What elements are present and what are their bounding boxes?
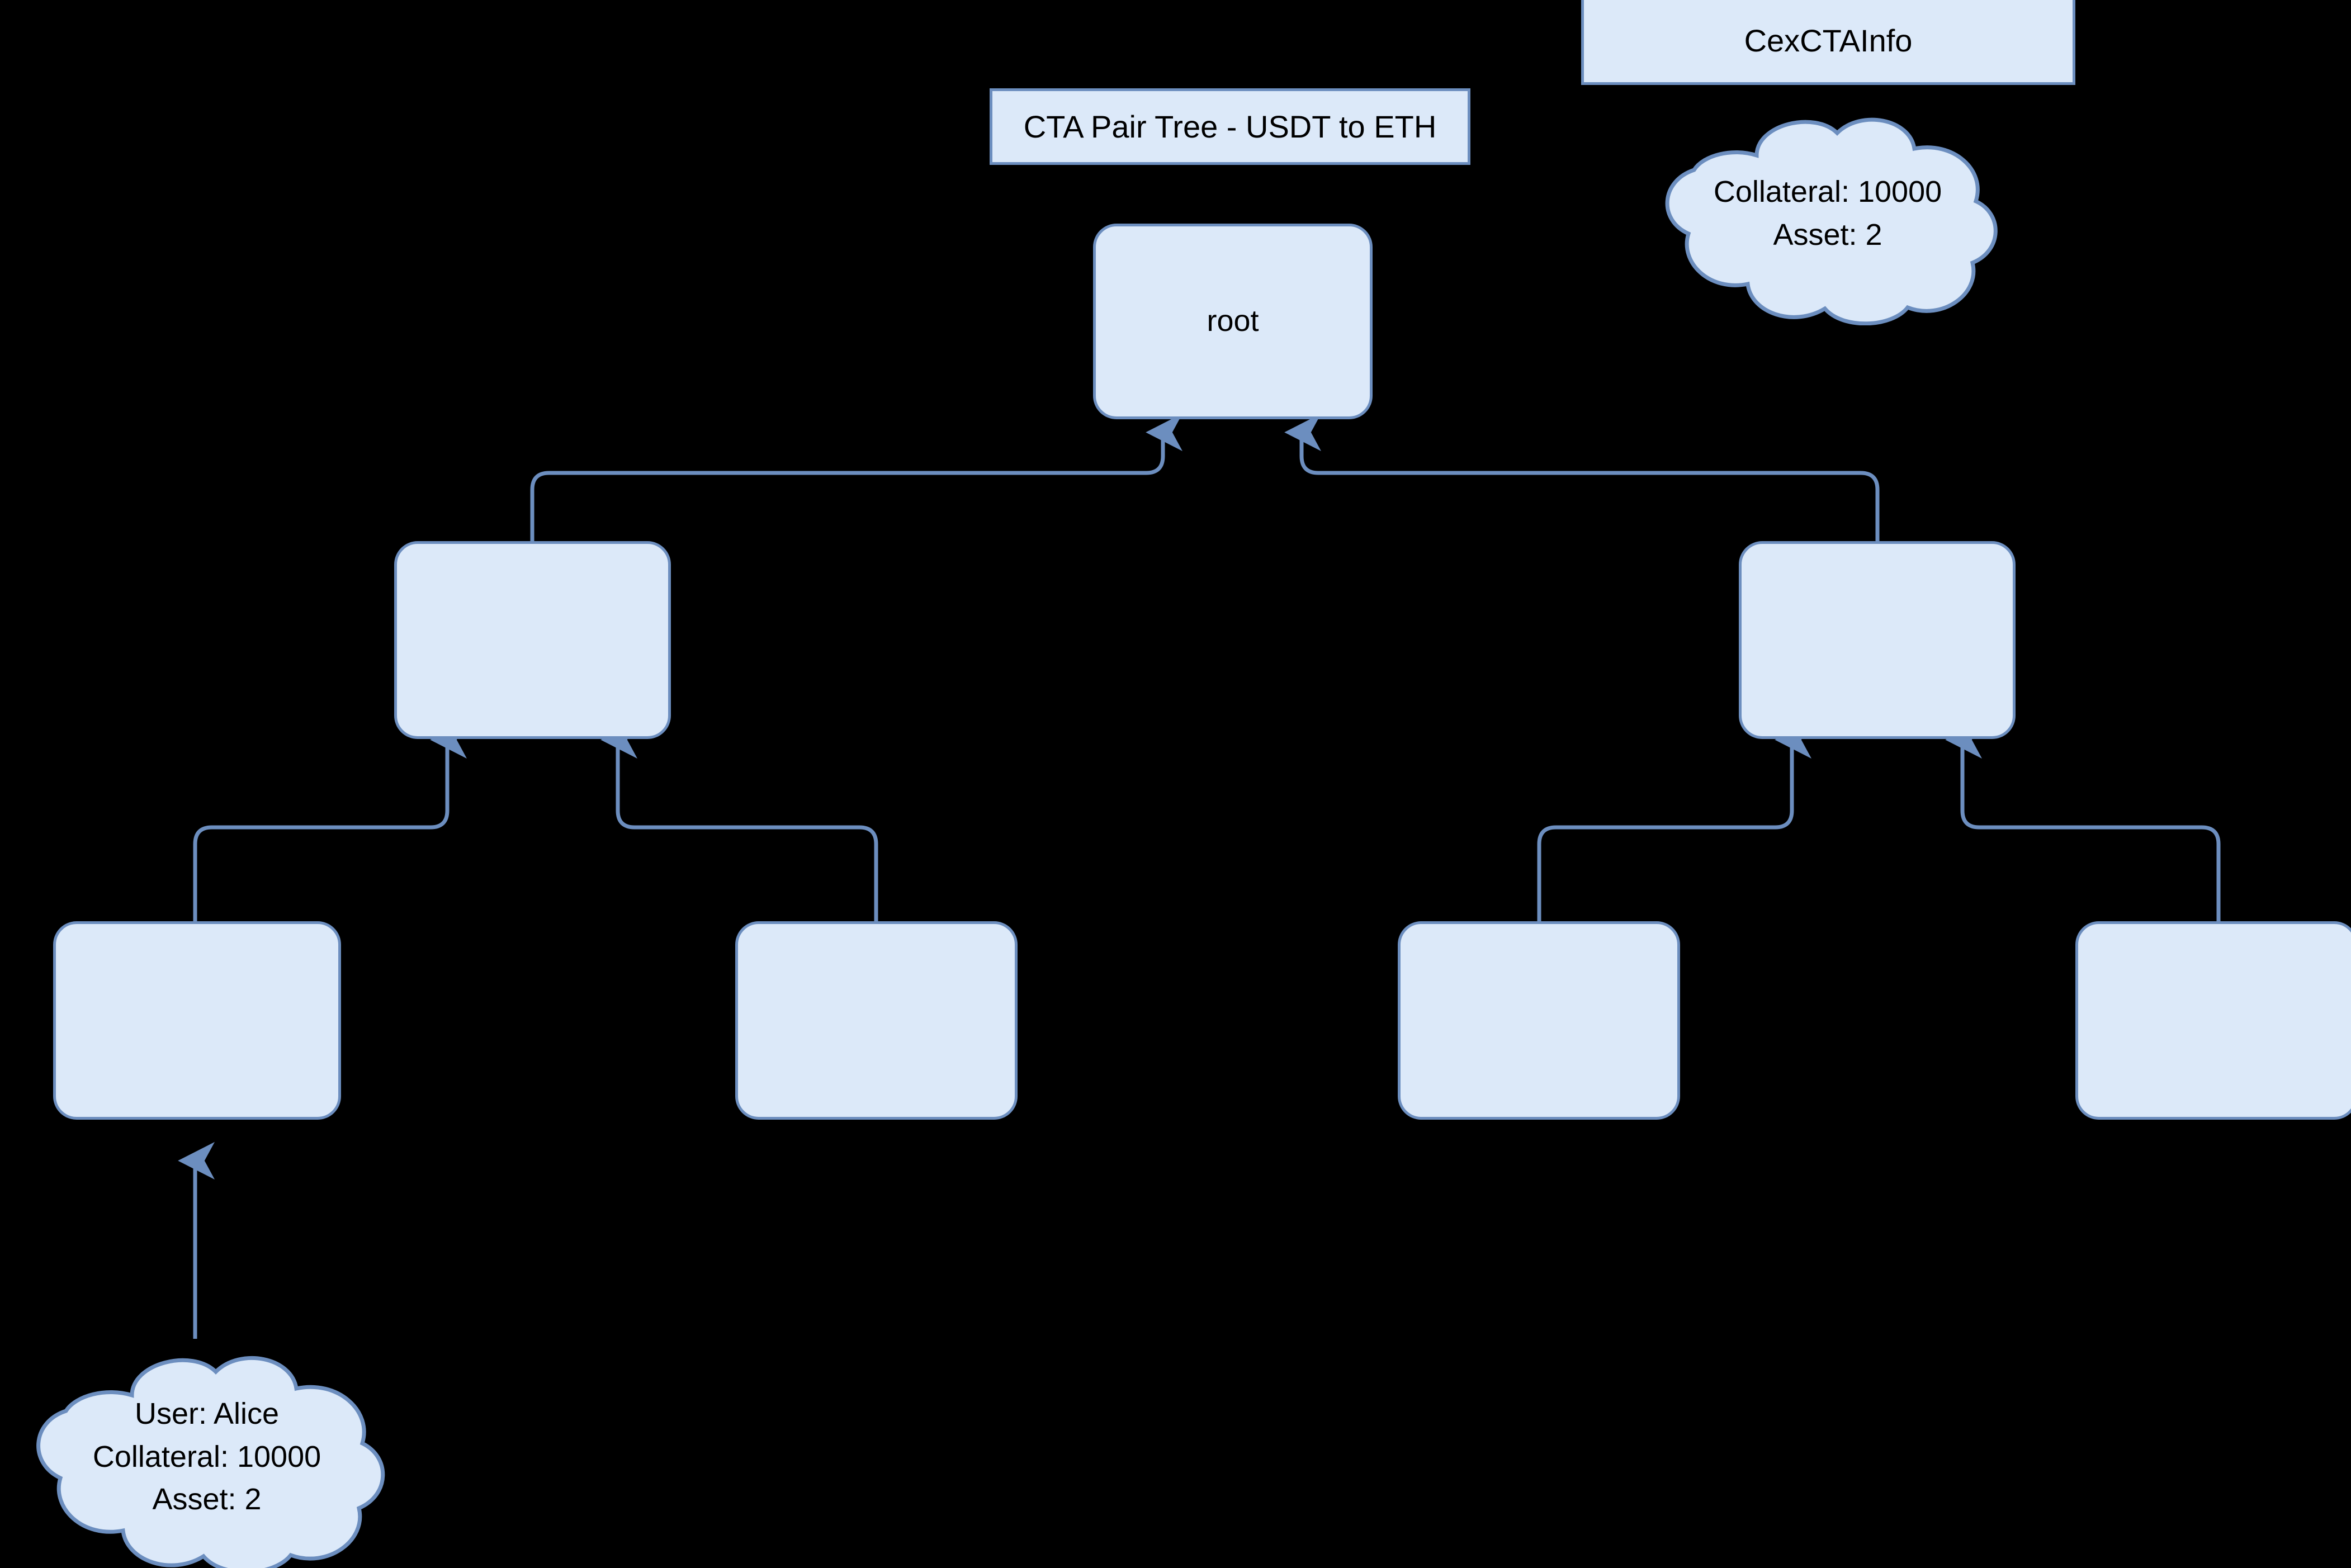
user-info-cloud: User: Alice Collateral: 10000 Asset: 2	[17, 1339, 397, 1568]
edge-leaf3-to-mid-right	[1537, 721, 1811, 921]
user-info-cloud-text: User: Alice Collateral: 10000 Asset: 2	[92, 1396, 321, 1517]
edge-leaf2-to-mid-left	[600, 721, 878, 921]
edge-mid-right-to-root	[1284, 413, 1880, 541]
edge-leaf1-to-mid-left	[193, 721, 467, 921]
cex-cta-info-cloud-text: Collateral: 10000 Asset: 2	[1713, 175, 1942, 252]
cex-cta-info-box: CexCTAInfo	[1581, 0, 2075, 85]
cloud-shape	[36, 1356, 385, 1568]
tree-node-leaf-2[interactable]	[735, 921, 1018, 1120]
tree-node-leaf-1[interactable]	[53, 921, 341, 1120]
tree-node-root[interactable]: root	[1093, 224, 1373, 419]
edge-mid-left-to-root	[530, 413, 1182, 541]
tree-node-leaf-4[interactable]	[2075, 921, 2351, 1120]
edge-leaf4-to-mid-right	[1945, 721, 2221, 921]
cloud-shape	[1665, 117, 1998, 325]
tree-node-mid-left[interactable]	[394, 541, 671, 739]
tree-node-leaf-3[interactable]	[1398, 921, 1680, 1120]
cex-cta-info-cloud: Collateral: 10000 Asset: 2	[1647, 102, 2008, 325]
diagram-title-box: CTA Pair Tree - USDT to ETH	[990, 88, 1470, 165]
tree-node-mid-right[interactable]	[1739, 541, 2016, 739]
